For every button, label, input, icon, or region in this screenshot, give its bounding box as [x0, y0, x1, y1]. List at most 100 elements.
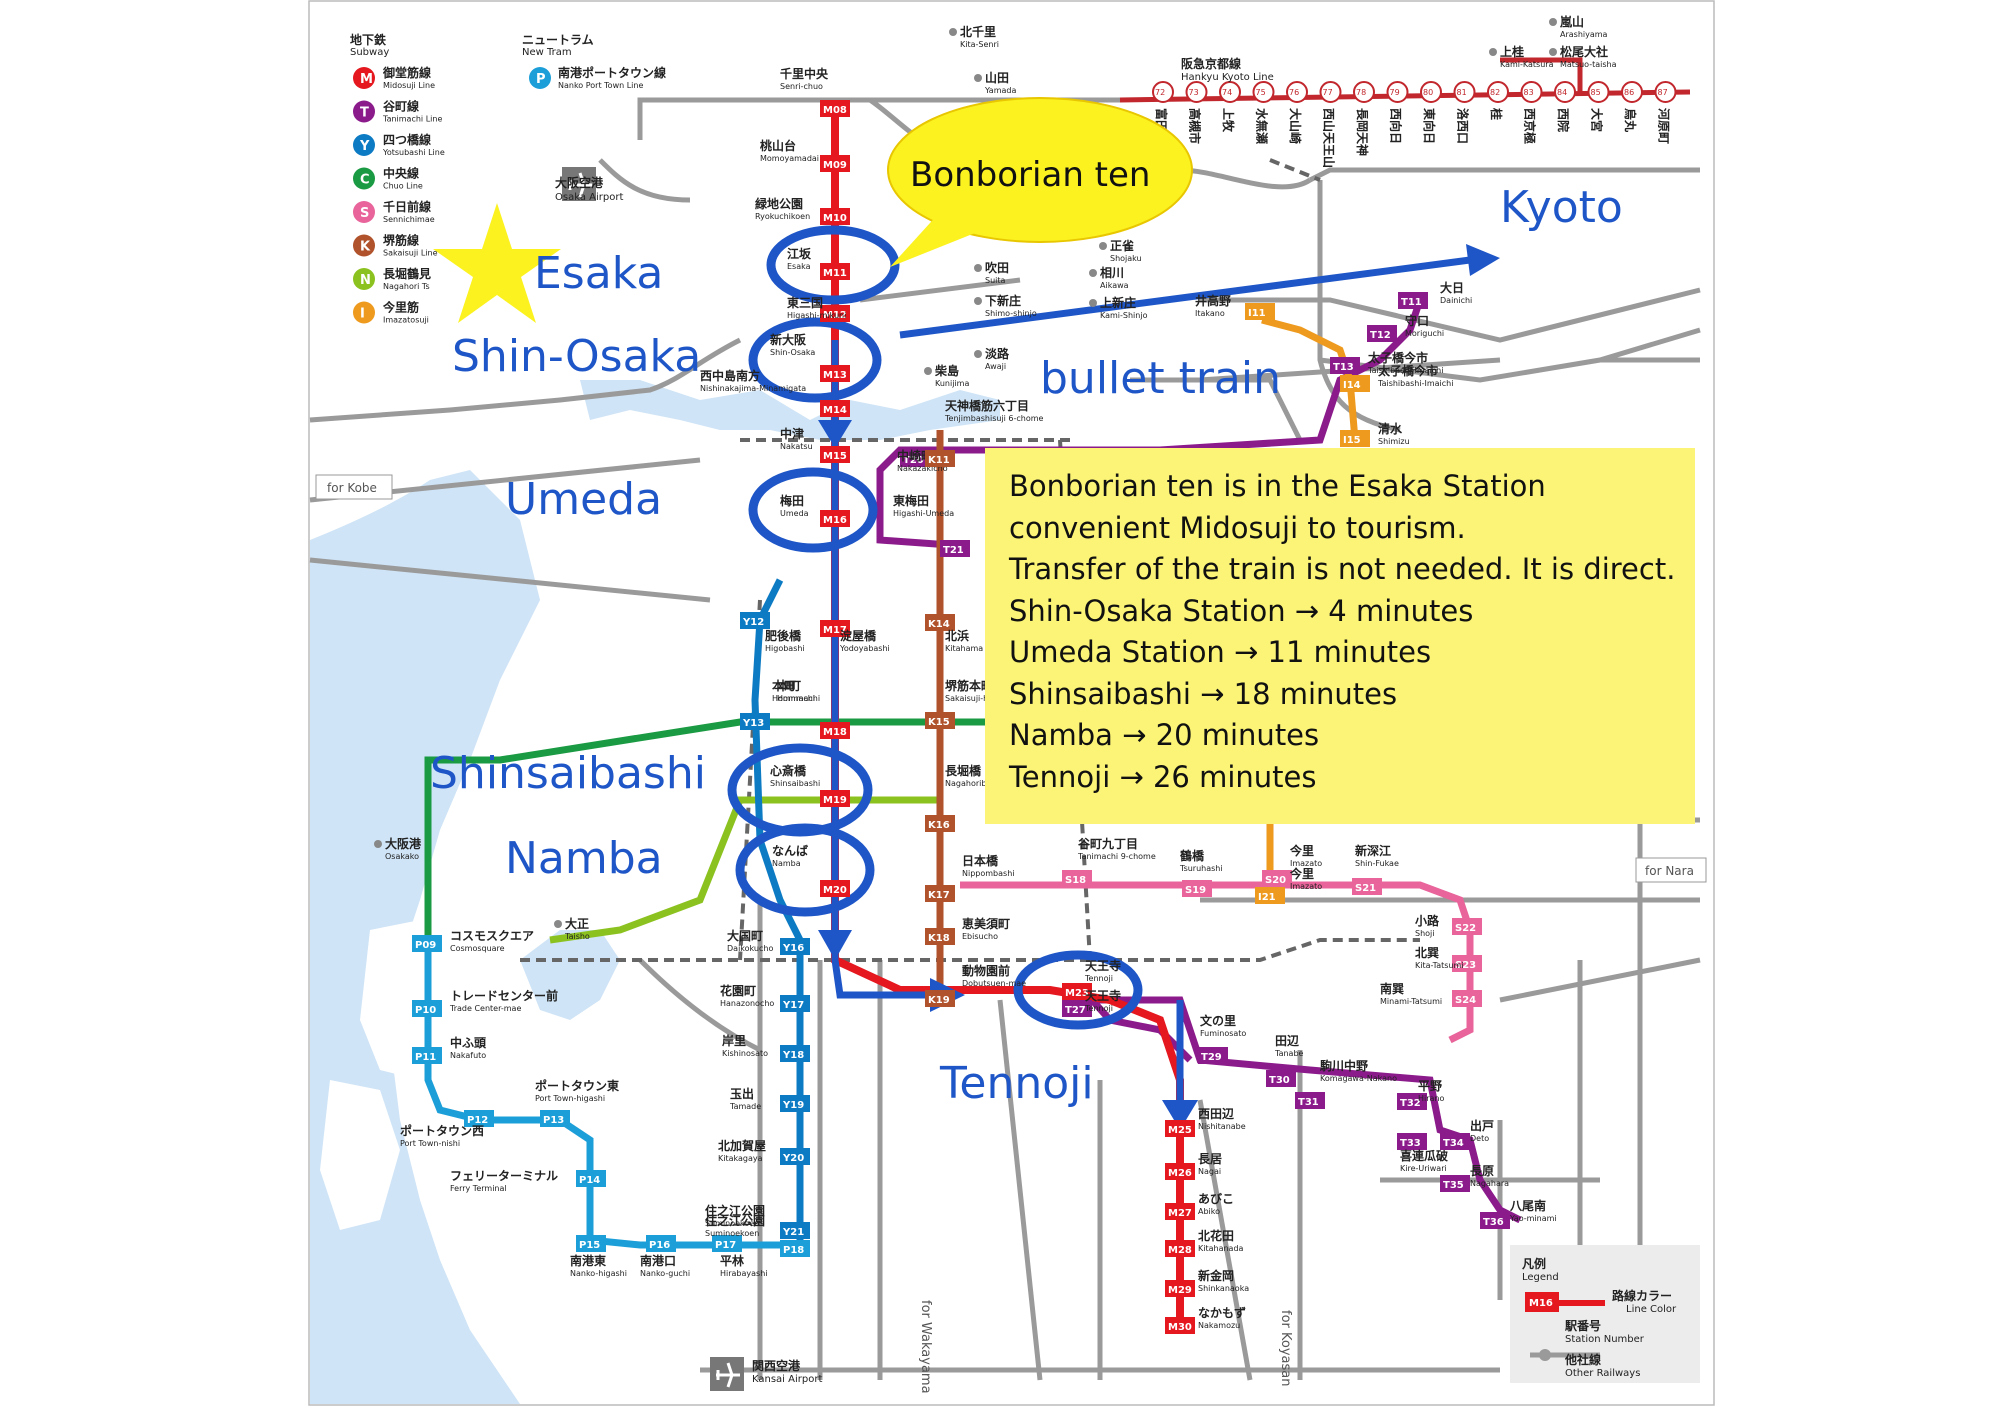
nanko-station-badge [780, 1240, 810, 1257]
midosuji-station-badge [820, 446, 850, 463]
station-code: P17 [715, 1240, 736, 1251]
line-badge-icon [353, 268, 375, 290]
line-badge-letter: S [360, 206, 369, 221]
hankyu-station-badge [1252, 81, 1275, 103]
legend-box-line-color: 路線カラー [1612, 1288, 1672, 1303]
for-kobe-sign: for Kobe [315, 474, 393, 500]
station-code: 84 [1557, 88, 1567, 97]
other-station-label: 淡路 [985, 346, 1010, 361]
yotsubashi-station-badge [780, 938, 810, 955]
midosuji-station-badge [1165, 1240, 1195, 1257]
station-code: M14 [823, 405, 847, 416]
sennichimae-station-badge [1452, 955, 1482, 972]
midosuji-station-label: 天王寺 [1085, 958, 1121, 973]
sakaisuji-station-badge [925, 885, 955, 902]
yotsubashi-station-label-en: Higobashi [765, 644, 805, 653]
midosuji-station-label: 千里中央 [780, 66, 829, 81]
tanimachi-station-label-en: Fuminosato [1200, 1029, 1246, 1038]
hankyu-station-badge [1286, 81, 1308, 103]
nagahori-line [549, 796, 940, 944]
nanko-station-label: ポートタウン西 [400, 1123, 484, 1138]
midosuji-station-badge [1165, 1280, 1195, 1297]
midosuji-station-badge [820, 722, 850, 739]
station-code: M19 [823, 795, 847, 806]
station-code: P10 [415, 1005, 436, 1016]
midosuji-station-label-en: Senri-chuo [780, 82, 823, 91]
nanko-station-label-en: Suminoekoen [705, 1229, 759, 1238]
station-code: Y18 [782, 1050, 804, 1061]
legend-box-title-en: Legend [1522, 1272, 1559, 1283]
midosuji-station-badge [820, 263, 850, 280]
tanimachi-station-label-en: Tennoji [1084, 1004, 1113, 1013]
tanimachi-station-label: 平野 [1418, 1079, 1442, 1093]
sakaisuji-station-label: 天神橋筋六丁目 [945, 398, 1029, 413]
tanimachi-station-badge [900, 450, 930, 467]
airplane-icon [562, 167, 596, 201]
legend-line-name: 千日前線 [383, 199, 431, 214]
midosuji-station-label-en: Ryokuchikoen [755, 212, 810, 221]
midosuji-station-label: 桃山台 [760, 138, 796, 153]
line-badge-letter: P [536, 72, 546, 87]
station-code: T31 [1298, 1097, 1319, 1108]
hankyu-title: 阪急京都線 [1181, 56, 1241, 71]
tanimachi-station-label: 長原 [1470, 1163, 1494, 1178]
other-station-dot [1489, 48, 1497, 56]
hankyu-station-label: 西山天王山 [1322, 108, 1337, 168]
station-code: P09 [415, 940, 436, 951]
hankyu-station-label: 桂 [1489, 107, 1504, 120]
station-code: M28 [1168, 1245, 1192, 1256]
midosuji-station-label: 中津 [780, 426, 804, 441]
bullet-train-label: bullet train [1040, 353, 1281, 404]
midosuji-station-label-en: Namba [772, 859, 801, 868]
hankyu-station-badge [1319, 81, 1342, 103]
tennoji-label: Tennoji [940, 1058, 1094, 1109]
station-code: T21 [943, 545, 964, 556]
tanimachi-station-label: 中崎町 [897, 448, 933, 463]
station-code: 73 [1189, 88, 1199, 97]
yotsubashi-station-label-en: Daikokucho [727, 944, 773, 953]
sennichimae-station-label: 今里 [1289, 843, 1314, 858]
legend-line-name-en: Yotsubashi Line [382, 148, 445, 157]
tanimachi-station-badge [1398, 292, 1428, 309]
line-badge-letter: N [360, 273, 371, 288]
sennichimae-station-label: 谷町九丁目 [1078, 836, 1138, 851]
line-badge-icon [353, 100, 375, 123]
other-station-label-en: Aikawa [1100, 281, 1129, 290]
legend-line-name: 中央線 [383, 166, 419, 181]
nanko-station-badge [712, 1235, 742, 1252]
other-station-label-en: Osakako [385, 852, 419, 861]
legend-line-name: 今里筋 [382, 300, 419, 315]
legend-line-name: 四つ橋線 [383, 132, 431, 147]
station-code: P13 [543, 1115, 564, 1126]
hankyu-station-badge [1554, 81, 1576, 103]
other-station-label-en: Shojaku [1110, 254, 1142, 263]
station-code: K16 [928, 820, 950, 831]
station-code: M16 [823, 515, 847, 526]
yotsubashi-station-label: 肥後橋 [765, 628, 802, 643]
sakaisuji-station-badge [925, 450, 955, 467]
station-code: M25 [1168, 1125, 1192, 1136]
nanko-station-label: 南港東 [570, 1253, 606, 1268]
legend-line-name-en: Sennichimae [383, 215, 435, 224]
yotsubashi-station-label: 岸里 [722, 1033, 746, 1048]
other-station-label: 松尾大社 [1560, 44, 1608, 59]
hankyu-station-badge [1152, 81, 1174, 103]
station-code: I21 [1258, 892, 1276, 903]
nanko-station-label: 南港口 [640, 1253, 676, 1268]
nanko-station-label-en: Nanko-higashi [570, 1269, 627, 1278]
legend-code-sample [1525, 1292, 1559, 1312]
station-code: S21 [1355, 883, 1376, 894]
midosuji-station-label-en: Hommachi [772, 694, 815, 703]
midosuji-station-badge [1062, 983, 1092, 1000]
yotsubashi-station-label-en: Kishinosato [722, 1049, 768, 1058]
sennichimae-station-label-en: Kita-Tatsumi [1415, 961, 1464, 970]
midosuji-station-label: 北花田 [1198, 1228, 1234, 1243]
midosuji-station-label: 新大阪 [770, 332, 807, 347]
other-station-label: 相川 [1100, 265, 1124, 280]
hankyu-title-en: Hankyu Kyoto Line [1181, 72, 1274, 83]
other-station-label-en: Arashiyama [1560, 30, 1608, 39]
station-code: P12 [467, 1115, 488, 1126]
midosuji-station-badge [820, 305, 850, 322]
yotsubashi-station-badge [740, 713, 770, 730]
legend-box-sample-code: M16 [1529, 1298, 1553, 1309]
